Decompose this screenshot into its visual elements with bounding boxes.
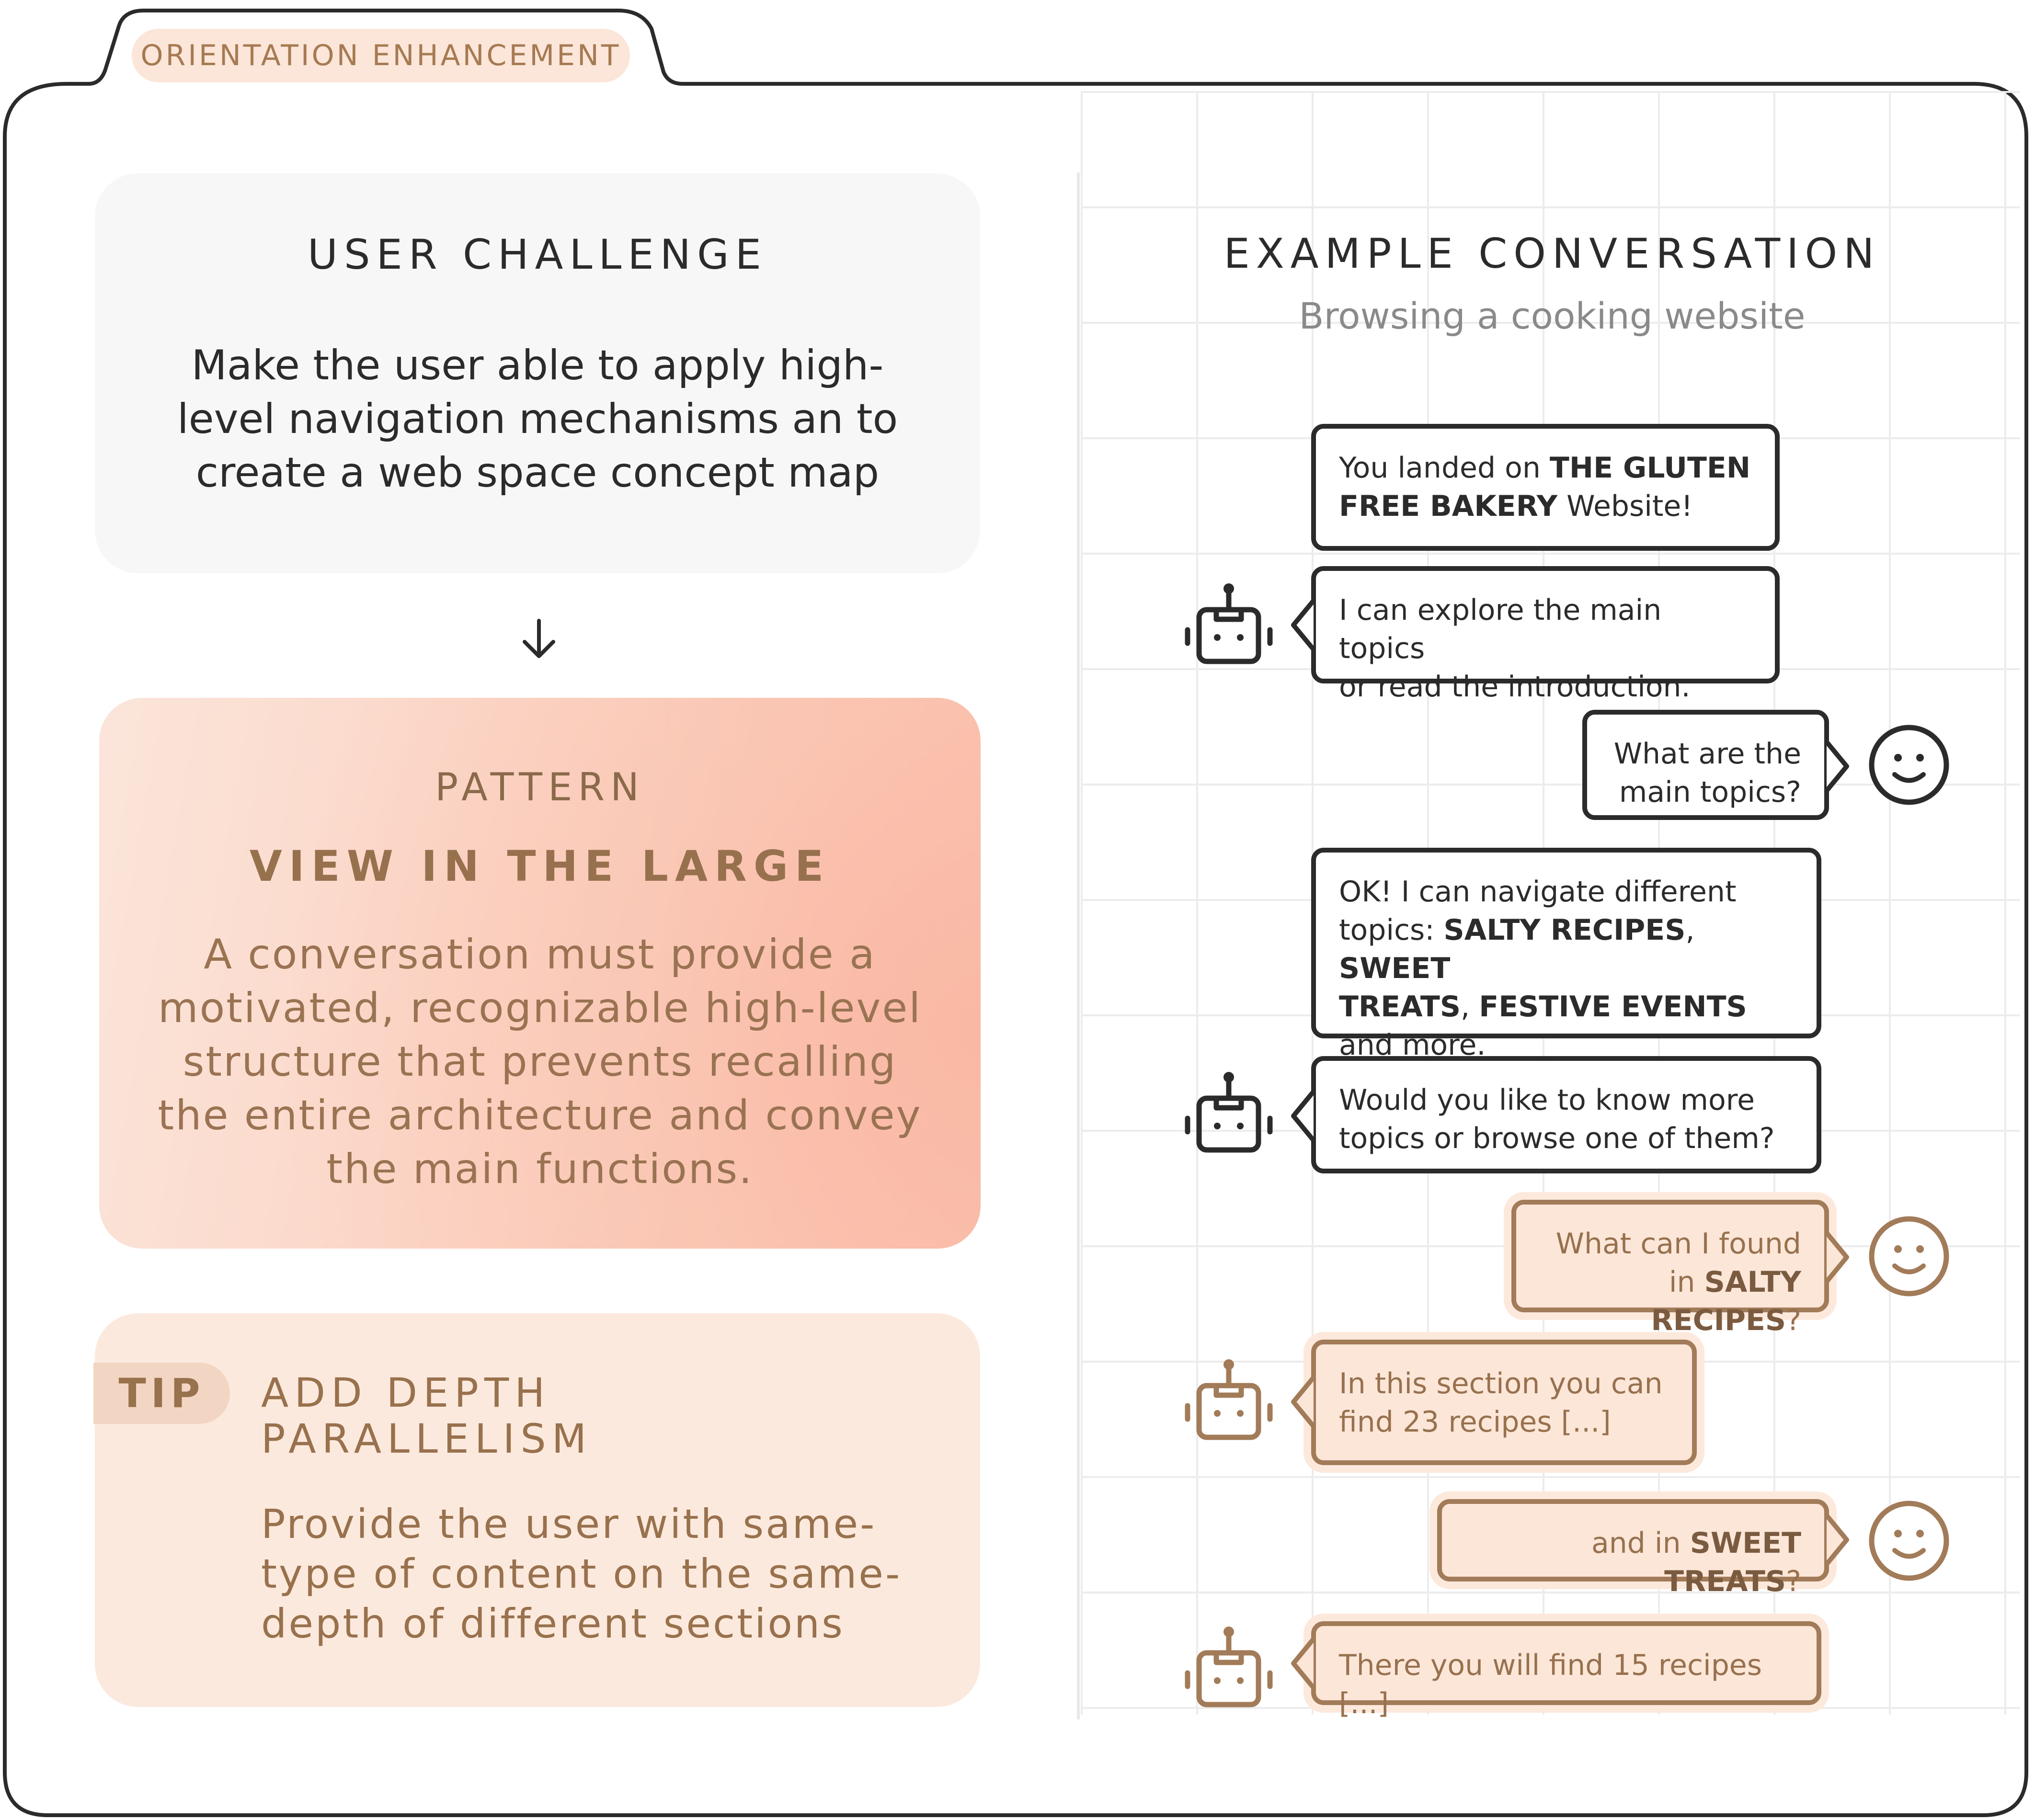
msg3-line2: main topics? — [1619, 775, 1801, 809]
tip-title-line1: ADD DEPTH — [261, 1369, 551, 1416]
bot-message-5: In this section you can find 23 recipes … — [1311, 1340, 1697, 1465]
tip-title: ADD DEPTH PARALLELISM — [261, 1370, 932, 1462]
tip-badge: TIP — [93, 1363, 230, 1424]
msg9-line1: There you will find 15 recipes [...] — [1339, 1649, 1762, 1720]
msg4-bold-2: SWEET — [1339, 952, 1451, 985]
bot-message-3: OK! I can navigate different topics: SAL… — [1311, 848, 1821, 1062]
robot-icon — [1185, 1627, 1273, 1707]
msg4-comma: , — [1685, 913, 1695, 947]
msg6-text: in — [1669, 1265, 1704, 1299]
user-message-1: What are the main topics? — [1582, 710, 1829, 820]
msg4-line1: OK! I can navigate different — [1339, 875, 1737, 909]
msg3-line1: What are the — [1613, 737, 1801, 771]
arrow-down-icon — [523, 619, 555, 658]
msg1-bold-1: THE GLUTEN — [1549, 451, 1751, 485]
pattern-card: PATTERN VIEW IN THE LARGE A conversation… — [99, 698, 981, 1249]
bubble-tail — [1825, 740, 1849, 793]
msg8-bold: SWEET TREATS — [1664, 1526, 1801, 1598]
msg1-bold-2: FREE BAKERY — [1339, 489, 1558, 523]
msg4-text: topics: — [1339, 913, 1444, 947]
robot-icon — [1185, 1359, 1273, 1440]
challenge-body: Make the user able to apply high-level n… — [177, 341, 898, 497]
bubble-tail — [1825, 1513, 1849, 1566]
bot-message-6: There you will find 15 recipes [...] — [1311, 1621, 1821, 1720]
msg7-line2: find 23 recipes [...] — [1339, 1405, 1611, 1439]
msg4-comma-2: , — [1461, 990, 1479, 1024]
bubble-tail — [1291, 1090, 1315, 1142]
msg4-bold-4: FESTIVE EVENTS — [1479, 990, 1747, 1024]
msg5-line2: topics or browse one of them? — [1339, 1122, 1775, 1155]
robot-icon — [1185, 583, 1273, 664]
msg4-bold-3: TREATS — [1339, 990, 1461, 1024]
msg8-text: and in — [1591, 1526, 1690, 1560]
pattern-name: VIEW IN THE LARGE — [249, 842, 831, 891]
msg1-text-2: Website! — [1557, 489, 1693, 523]
category-tab: ORIENTATION ENHANCEMENT — [132, 29, 630, 82]
bubble-tail — [1825, 1231, 1849, 1284]
msg1-text: You landed on — [1339, 451, 1550, 485]
tip-card — [95, 1313, 980, 1707]
msg2-line2: or read the introduction. — [1339, 670, 1691, 704]
msg5-line1: Would you like to know more — [1339, 1083, 1755, 1117]
conversation-subtitle: Browsing a cooking website — [1299, 295, 1806, 337]
pattern-label: PATTERN — [435, 765, 645, 809]
msg4-bold-1: SALTY RECIPES — [1443, 913, 1686, 947]
tip-title-line2: PARALLELISM — [261, 1415, 593, 1462]
tip-body: Provide the user with same-type of conte… — [261, 1501, 902, 1647]
smiley-icon — [1869, 725, 1949, 805]
challenge-heading: USER CHALLENGE — [308, 231, 767, 279]
user-challenge-card: USER CHALLENGE Make the user able to app… — [95, 173, 980, 573]
user-message-3: and in SWEET TREATS? — [1437, 1499, 1829, 1598]
msg6-bold: SALTY RECIPES — [1651, 1265, 1801, 1337]
bubble-tail — [1291, 1637, 1315, 1690]
msg6-qmark: ? — [1786, 1304, 1801, 1337]
msg7-line1: In this section you can — [1339, 1367, 1663, 1400]
pattern-body: A conversation must provide a motivated,… — [158, 931, 922, 1193]
msg2-line1: I can explore the main topics — [1339, 593, 1662, 665]
conversation-title: EXAMPLE CONVERSATION — [1223, 230, 1881, 278]
bubble-tail — [1291, 1376, 1315, 1428]
smiley-icon — [1869, 1501, 1949, 1581]
bot-message-4: Would you like to know more topics or br… — [1311, 1056, 1821, 1173]
msg6-line1: What can I found — [1555, 1227, 1801, 1261]
bot-message-1: You landed on THE GLUTEN FREE BAKERY Web… — [1311, 424, 1780, 551]
msg8-qmark: ? — [1786, 1565, 1801, 1598]
smiley-icon — [1869, 1216, 1949, 1297]
bubble-tail — [1291, 599, 1315, 651]
column-divider — [1077, 172, 1080, 1719]
robot-icon — [1185, 1072, 1273, 1153]
bot-message-2: I can explore the main topics or read th… — [1311, 566, 1780, 704]
user-message-2: What can I found in SALTY RECIPES? — [1511, 1200, 1829, 1337]
